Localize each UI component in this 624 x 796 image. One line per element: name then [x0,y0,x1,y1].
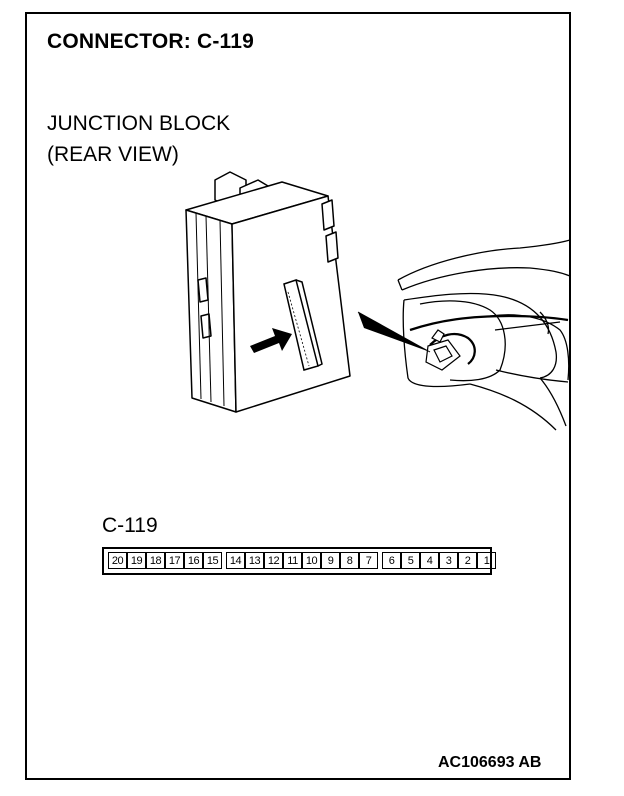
pin-2: 2 [458,552,477,569]
pin-19: 19 [127,552,146,569]
location-arrow [250,328,292,353]
pin-4: 4 [420,552,439,569]
connector-slot [283,279,323,371]
pin-12: 12 [264,552,283,569]
pin-14: 14 [226,552,245,569]
pin-13: 13 [245,552,264,569]
component-name: JUNCTION BLOCK [47,112,231,135]
pin-18: 18 [146,552,165,569]
figure-code: AC106693 AB [438,754,542,771]
pin-15: 15 [203,552,222,569]
pin-5: 5 [401,552,420,569]
pin-3: 3 [439,552,458,569]
pin-16: 16 [184,552,203,569]
connector-id-label: C-119 [102,514,158,537]
pin-7: 7 [359,552,378,569]
pin-9: 9 [321,552,340,569]
pin-11: 11 [283,552,302,569]
figure-frame [25,12,571,780]
pin-17: 17 [165,552,184,569]
page-title: CONNECTOR: C-119 [47,30,255,53]
pin-20: 20 [108,552,127,569]
pin-10: 10 [302,552,321,569]
view-label: (REAR VIEW) [47,143,179,166]
pin-6: 6 [382,552,401,569]
pin-8: 8 [340,552,359,569]
pin-1: 1 [477,552,496,569]
